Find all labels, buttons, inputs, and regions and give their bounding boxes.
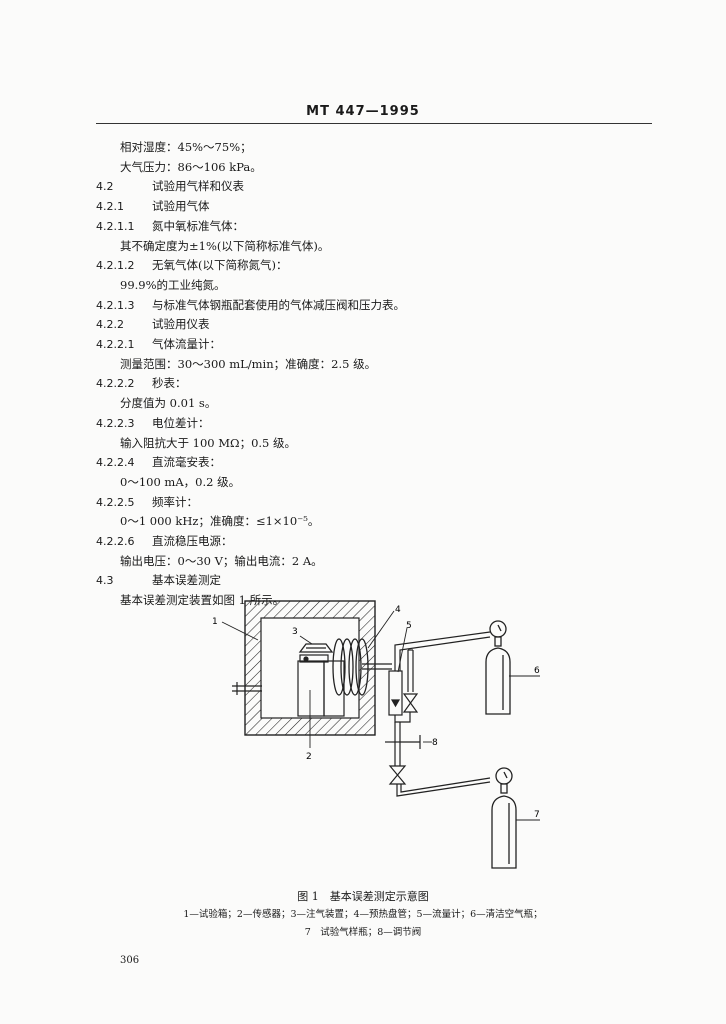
line-text: 频率计： (152, 494, 198, 509)
callout-2: 2 (306, 752, 312, 762)
flowmeter (388, 670, 403, 716)
callout-6: 6 (534, 666, 540, 676)
line-text: 直流毫安表： (152, 455, 221, 470)
body-line: 分度值为 0.01 s。 (120, 396, 216, 410)
body-line: 99.9%的工业纯氮。 (120, 278, 226, 292)
body-line: 输入阻抗大于 100 MΩ；0.5 级。 (120, 436, 296, 450)
page-header: MT 447—1995 (306, 104, 420, 119)
line-text: 0～100 mA，0.2 级。 (120, 474, 241, 489)
leader-lines (221, 610, 540, 821)
body-line: 其不确定度为±1%(以下简称标准气体)。 (120, 239, 329, 253)
line-text: 直流稳压电源： (152, 534, 233, 548)
line-text: 其不确定度为±1%(以下简称标准气体)。 (120, 238, 330, 253)
callout-4: 4 (395, 605, 401, 615)
line-text: 与标准气体钢瓶配套使用的气体减压阀和压力表。 (152, 297, 405, 312)
line-text: 秒表： (152, 376, 187, 391)
section-number: 4.2.2.2 (96, 377, 135, 391)
section-number: 4.2.2.1 (96, 338, 135, 351)
page-number: 306 (120, 955, 140, 966)
section-number: 4.2.2.6 (96, 535, 135, 548)
section-heading: 4.2.2.1 气体流量计： (96, 337, 221, 352)
callout-5: 5 (406, 621, 412, 631)
section-heading: 4.2.1 试验用气体 (96, 199, 210, 214)
valve-lower (388, 765, 491, 797)
line-text: 大气压力：86～106 kPa。 (120, 159, 262, 174)
line-text: 无氧气体(以下简称氮气)： (152, 258, 288, 273)
section-heading: 4.2.1.2 无氧气体(以下简称氮气)： (96, 258, 287, 273)
body-line: 相对湿度：45%～75%； (120, 140, 252, 154)
piping-lower (385, 712, 421, 766)
section-number: 4.2.1.3 (96, 298, 135, 312)
line-text: 测量范围：30～300 mL/min；准确度：2.5 级。 (120, 356, 377, 371)
clean-air-cylinder (485, 620, 511, 715)
section-number: 4.2.2.4 (96, 456, 135, 470)
body-line: 测量范围：30～300 mL/min；准确度：2.5 级。 (120, 357, 376, 371)
line-text: 输入阻抗大于 100 MΩ；0.5 级。 (120, 435, 297, 450)
line-text: 试验用仪表 (152, 317, 210, 332)
section-number: 4.2.2.5 (96, 495, 135, 509)
figure-legend-line-2: 7 试验气样瓶；8—调节阀 (304, 927, 422, 938)
sensor (297, 654, 345, 717)
line-text: 试验用气样和仪表 (152, 179, 244, 194)
section-number: 4.3 (96, 574, 114, 588)
body-line: 基本误差测定装置如图 1 所示。 (120, 593, 284, 607)
body-line: 0～1 000 kHz；准确度：≤1×10⁻⁵。 (120, 514, 319, 528)
figure-legend-line-1: 1—试验箱；2—传感器；3—注气装置；4—预热盘管；5—流量计；6—清洁空气瓶； (183, 909, 543, 920)
section-heading: 4.2.2.5 频率计： (96, 495, 198, 510)
line-text: 相对湿度：45%～75%； (120, 140, 252, 154)
section-number: 4.2.1.2 (96, 259, 135, 273)
line-text: 基本误差测定 (152, 573, 221, 588)
section-number: 4.2.2 (96, 318, 124, 332)
figure-caption: 图 1 基本误差测定示意图 (297, 890, 429, 903)
valve-upper (402, 693, 419, 713)
section-heading: 4.2.2 试验用仪表 (96, 317, 210, 332)
section-heading: 4.2.1.1 氮中氧标准气体： (96, 219, 244, 234)
callout-1: 1 (212, 617, 218, 627)
line-text: 0～1 000 kHz；准确度：≤1×10⁻⁵。 (120, 514, 320, 529)
line-text: 试验用气体 (152, 199, 210, 214)
line-text: 分度值为 0.01 s。 (120, 396, 217, 411)
body-line: 大气压力：86～106 kPa。 (120, 160, 262, 174)
section-heading: 4.2.2.4 直流毫安表： (96, 455, 221, 470)
section-heading: 4.3 基本误差测定 (96, 573, 221, 588)
section-heading: 4.2.2.6 直流稳压电源： (96, 534, 233, 549)
section-number: 4.2.2.3 (96, 416, 135, 430)
line-text: 电位差计： (152, 415, 210, 430)
section-heading: 4.2.2.2 秒表： (96, 376, 187, 391)
section-number: 4.2.1.1 (96, 219, 135, 233)
section-number: 4.2.1 (96, 200, 124, 214)
chamber-inlet (232, 682, 262, 695)
section-heading: 4.2.2.3 电位差计： (96, 416, 210, 431)
section-heading: 4.2.1.3 与标准气体钢瓶配套使用的气体减压阀和压力表。 (96, 298, 405, 313)
line-text: 99.9%的工业纯氮。 (120, 277, 226, 292)
body-line: 0～100 mA，0.2 级。 (120, 475, 240, 489)
callout-8: 8 (432, 738, 438, 748)
header-rule (96, 123, 652, 124)
pipe-clean-air (394, 631, 491, 692)
line-text: 输出电压：0～30 V；输出电流：2 A。 (120, 553, 323, 568)
line-text: 气体流量计： (152, 337, 221, 351)
preheat-coil (332, 638, 392, 696)
callout-3: 3 (292, 627, 298, 637)
callout-7: 7 (534, 810, 540, 820)
body-line: 输出电压：0～30 V；输出电流：2 A。 (120, 554, 323, 568)
line-text: 氮中氧标准气体： (152, 218, 244, 233)
section-heading: 4.2 试验用气样和仪表 (96, 179, 244, 194)
gas-injector (298, 643, 334, 653)
line-text: 基本误差测定装置如图 1 所示。 (120, 593, 285, 608)
test-gas-cylinder (491, 767, 517, 869)
section-number: 4.2 (96, 180, 114, 194)
